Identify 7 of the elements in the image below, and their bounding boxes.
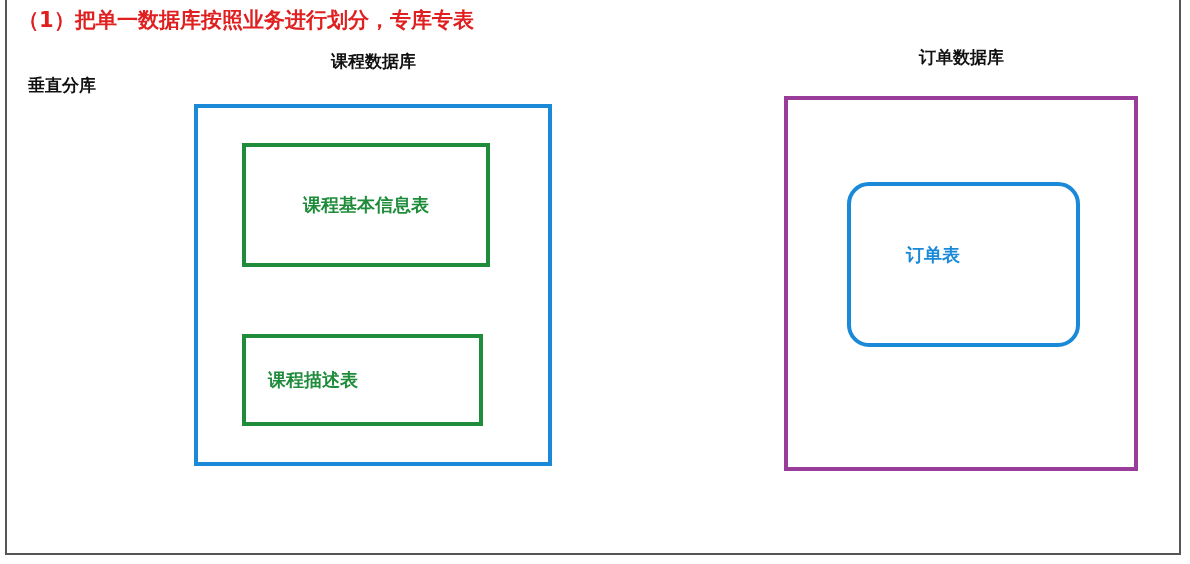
rounded-table-box: 订单表 (847, 182, 1080, 347)
table-box: 课程基本信息表 (242, 143, 490, 267)
table-box: 课程描述表 (242, 334, 483, 426)
title: （1）把单一数据库按照业务进行划分，专库专表 (18, 7, 474, 34)
box-heading: 课程数据库 (329, 50, 417, 73)
box-heading: 订单数据库 (917, 46, 1005, 69)
side-label: 垂直分库 (28, 74, 96, 97)
